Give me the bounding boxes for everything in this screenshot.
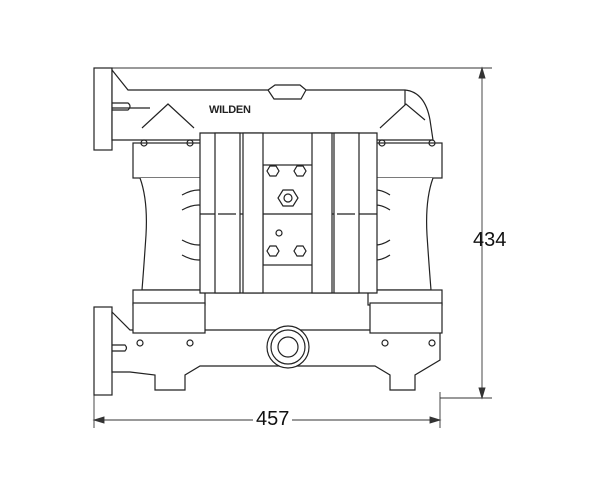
bottom-manifold — [93, 302, 443, 396]
diaphragm-plates — [214, 132, 360, 294]
width-dimension-label: 457 — [253, 408, 293, 431]
brand-logo: WILDEN — [209, 104, 251, 116]
dimension-lines — [92, 66, 492, 428]
left-chamber — [132, 139, 213, 306]
top-manifold — [93, 67, 434, 151]
height-dimension-label: 434 — [473, 229, 507, 251]
right-chamber — [361, 139, 443, 306]
